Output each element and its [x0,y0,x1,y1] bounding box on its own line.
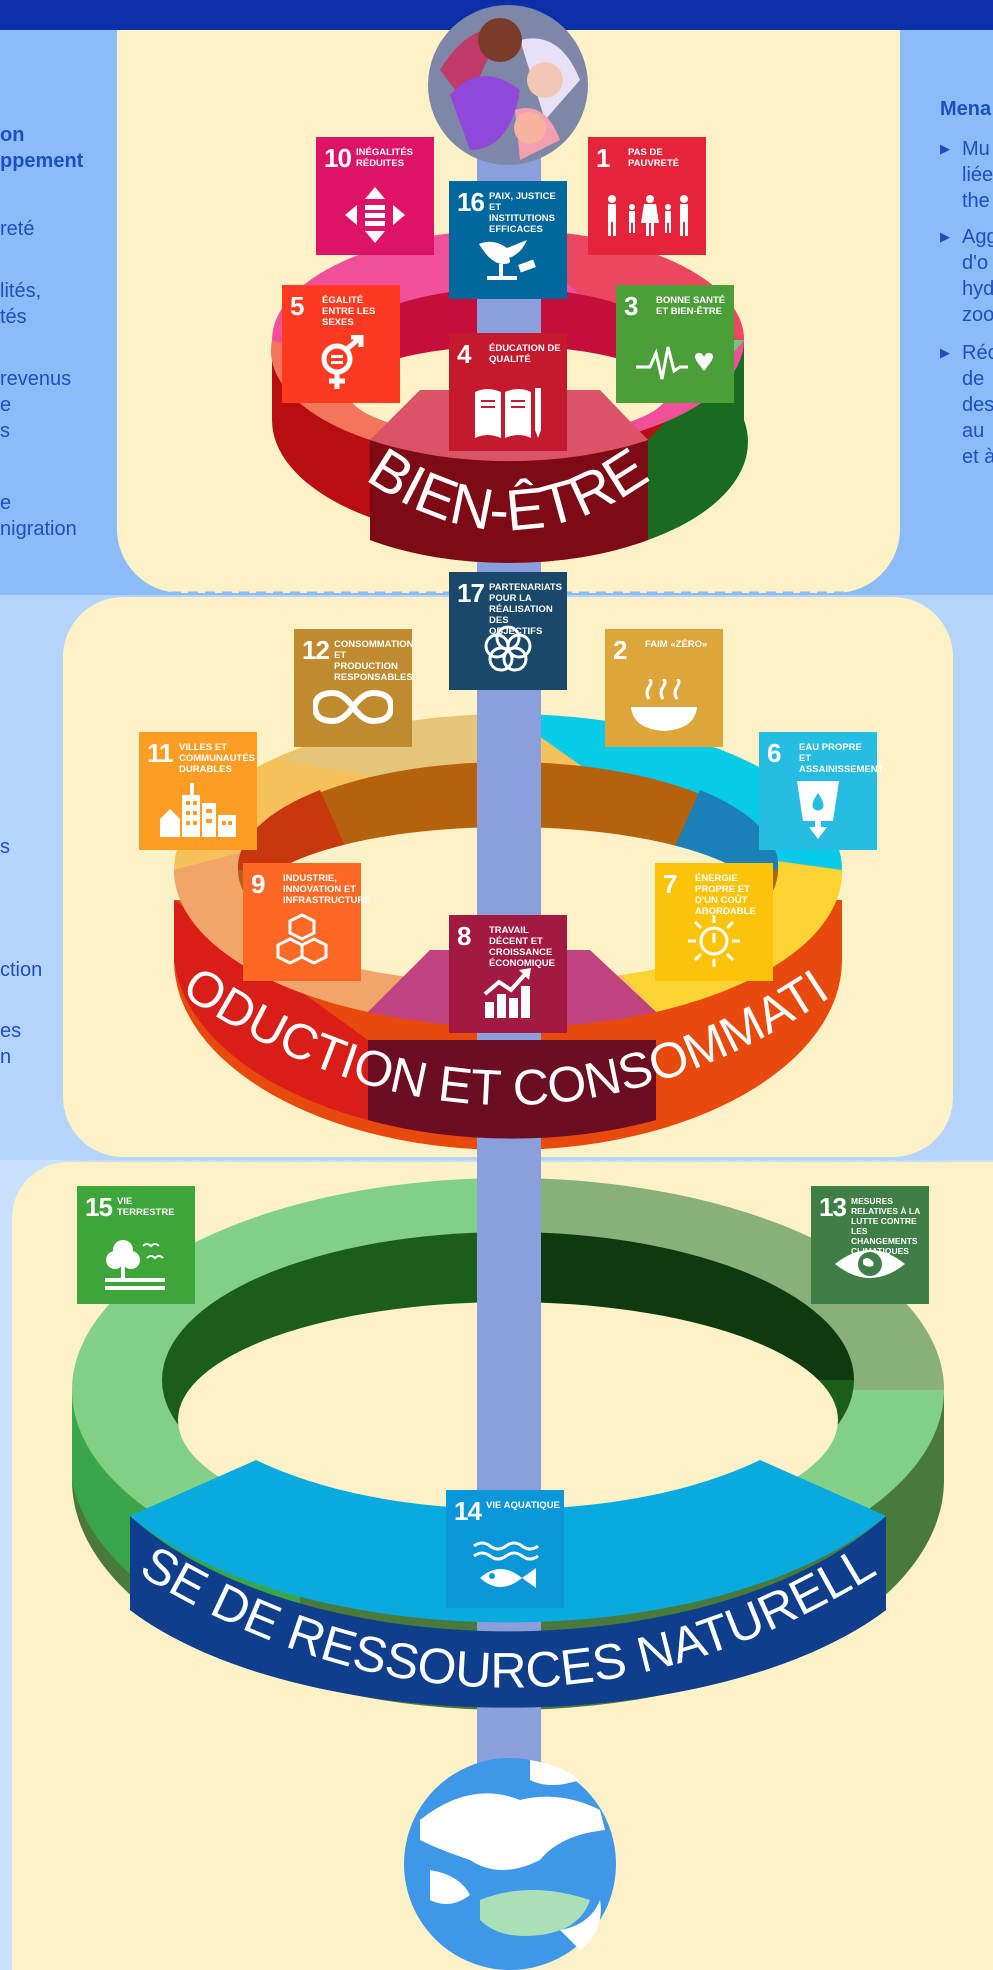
right-panel-heading: Mena [940,98,992,120]
sdg-tile-13[interactable]: 13 MESURES RELATIVES À LA LUTTE CONTRE L… [811,1186,929,1304]
left-panel-heading: on ppement [0,124,84,172]
bullet-arrow-icon: ▶ [940,141,950,156]
sdg-tile-8[interactable]: 8 TRAVAIL DÉCENT ET CROISSANCE ÉCONOMIQU… [449,915,567,1033]
heartbeat-icon [616,333,734,393]
left-panel-line-1: reté [0,218,35,240]
left-panel-line-3: revenus e s [0,368,72,442]
sdg-tile-3[interactable]: 3 BONNE SANTÉ ET BIEN-ÊTRE [616,285,734,403]
fish-waves-icon [446,1538,564,1598]
cubes-icon [243,911,361,971]
infinity-icon [294,677,412,737]
sdg-tile-5[interactable]: 5 ÉGALITÉ ENTRE LES SEXES [282,285,400,403]
earth-illustration [404,1758,616,1970]
tree-birds-icon [77,1234,195,1294]
left-panel-lower-2: ction [0,959,43,981]
growth-chart-icon [449,963,567,1023]
partnership-flower-icon [449,620,567,680]
left-panel-line-4: e nigration [0,492,77,540]
bullet-arrow-icon: ▶ [940,229,950,244]
sdg-tile-6[interactable]: 6 EAU PROPRE ET ASSAINISSEMENT [759,732,883,850]
sun-power-icon [655,911,773,971]
book-pencil-icon [449,381,567,441]
water-glass-icon [759,780,877,840]
eye-earth-icon [811,1234,929,1294]
sdg-tile-14[interactable]: 14 VIE AQUATIQUE [446,1490,564,1608]
people-illustration [428,5,588,165]
sdg-tile-4[interactable]: 4 ÉDUCATION DE QUALITÉ [449,333,567,451]
sdg-tile-17[interactable]: 17 PARTENARIATS POUR LA RÉALISATION DES … [449,572,567,690]
bowl-icon [605,677,723,737]
city-buildings-icon [139,780,257,840]
equals-triangles-icon [316,185,434,245]
sdg-tile-7[interactable]: 7 ÉNERGIE PROPRE ET D'UN COÛT ABORDABLE [655,863,773,981]
sdg-tile-1[interactable]: 1 PAS DE PAUVRETÉ [588,137,706,255]
family-icon [588,185,706,245]
left-panel-lower-1: s [0,836,10,858]
sdg-tile-12[interactable]: 12 CONSOMMATION ET PRODUCTION RESPONSABL… [294,629,414,747]
sdg-tile-15[interactable]: 15 VIE TERRESTRE [77,1186,195,1304]
dove-gavel-icon [449,229,567,289]
gender-equality-icon [282,333,400,393]
left-panel-line-2: lités, tés [0,280,42,328]
left-panel-lower-3: es n [0,1020,22,1068]
sdg-tile-2[interactable]: 2 FAIM «ZÉRO» [605,629,723,747]
sdg-tile-9[interactable]: 9 INDUSTRIE, INNOVATION ET INFRASTRUCTUR… [243,863,371,981]
sdg-tile-11[interactable]: 11 VILLES ET COMMUNAUTÉS DURABLES [139,732,257,850]
bullet-arrow-icon: ▶ [940,345,950,360]
sdg-tile-16[interactable]: 16 PAIX, JUSTICE ET INSTITUTIONS EFFICAC… [449,181,567,299]
sdg-tile-10[interactable]: 10 INÉGALITÉS RÉDUITES [316,137,434,255]
